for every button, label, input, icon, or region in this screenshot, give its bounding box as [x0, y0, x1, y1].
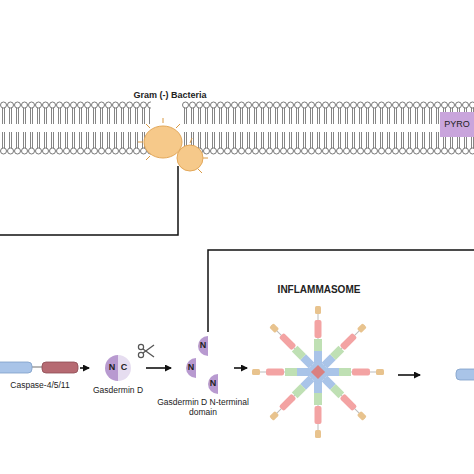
- caspase-protein: Caspase-4/5/11: [0, 357, 80, 397]
- diagram-part: [146, 156, 150, 160]
- diagram-part: [340, 333, 358, 351]
- n-terminal-half: [186, 358, 196, 378]
- membrane-bilayer: [0, 100, 151, 156]
- diagram-part: [271, 372, 318, 419]
- diagram-part: [144, 126, 182, 158]
- node-outline: [248, 282, 390, 447]
- diagram-part: [143, 345, 154, 353]
- n-terminal-half: [208, 374, 218, 394]
- diagram-part: [315, 320, 322, 338]
- diagram-part: [138, 352, 143, 357]
- pyroptosis-box: PYRO: [440, 112, 474, 137]
- inflammasome-complex: INFLAMMASOME: [248, 282, 390, 447]
- diagram-part: [138, 344, 143, 349]
- diagram-part: [190, 138, 192, 143]
- diagram-part: [357, 411, 367, 421]
- diagram-part: [318, 325, 365, 372]
- diagram-part: [318, 372, 365, 419]
- diagram-part: [146, 124, 150, 128]
- n-terminal-fragment: N: [182, 358, 202, 378]
- diagram-part: [357, 323, 367, 333]
- leader-line: [0, 166, 178, 235]
- diagram-part: [269, 411, 279, 421]
- diagram-part: [376, 369, 384, 375]
- diagram-part: [315, 306, 321, 314]
- diagram-part: [292, 384, 306, 398]
- diagram-part: [352, 369, 370, 376]
- diagram-part: [203, 158, 208, 159]
- diagram-part: [340, 394, 358, 412]
- diagram-part: [292, 346, 306, 360]
- flow-arrow: [80, 367, 89, 369]
- bacteria-illustration: [138, 118, 208, 173]
- node-label: N: [186, 362, 196, 372]
- gasdermin-circle: [105, 355, 131, 381]
- pyroptosis-box-fill: [440, 112, 474, 137]
- diagram-part: [315, 406, 322, 424]
- diagram-part: [266, 369, 284, 376]
- diagram-part: [279, 394, 297, 412]
- diagram-part: [279, 333, 297, 351]
- n-terminal-fragment: N: [204, 374, 224, 394]
- bacteria-node: Gram (-) Bacteria: [130, 90, 210, 175]
- node-outline: [0, 357, 80, 397]
- node-outline: [130, 90, 210, 175]
- node-label: N: [198, 340, 208, 350]
- diagram-part: [163, 118, 164, 123]
- flow-arrow: [234, 367, 247, 369]
- diagram-part: [271, 325, 318, 372]
- node-label: INFLAMMASOME: [248, 284, 390, 296]
- diagram-part: [143, 349, 154, 357]
- diagram-part: [0, 362, 32, 373]
- diagram-part: [330, 384, 344, 398]
- node-label: C: [118, 362, 130, 372]
- diagram-part: [138, 142, 143, 143]
- caspase-domains: [0, 362, 78, 373]
- inflammasome-core: [305, 359, 330, 384]
- node-label: Caspase-4/5/11: [0, 381, 80, 391]
- diagram-part: [315, 430, 321, 438]
- inflammasome-core: [311, 365, 325, 379]
- diagram-part: [42, 362, 78, 373]
- node-label: N: [106, 362, 118, 372]
- n-terminal-half: [198, 336, 208, 356]
- node-label: Gasdermin D: [86, 386, 150, 396]
- protein-fragment: [456, 369, 474, 380]
- diagram-part: [118, 355, 131, 381]
- diagram-part: [252, 369, 260, 375]
- diagram-part: [314, 339, 322, 351]
- diagram-part: [138, 118, 208, 173]
- diagram-part: [198, 169, 202, 173]
- diagram-part: [314, 393, 322, 405]
- gasdermin-d-protein: NCGasdermin D: [90, 355, 146, 400]
- n-terminal-fragment: N: [194, 336, 214, 356]
- node-label: Gram (-) Bacteria: [120, 90, 220, 100]
- diagram-part: [330, 346, 344, 360]
- flow-arrow: [146, 367, 171, 369]
- scissors-icon: [138, 344, 154, 357]
- node-label: PYRO: [440, 119, 474, 129]
- diagram-part: [176, 124, 180, 128]
- gasdermin-n-group: Gasdermin D N-terminal domainNNN: [172, 334, 234, 424]
- node-label: N: [208, 378, 218, 388]
- diagram-part: [285, 368, 297, 376]
- diagram-part: [177, 145, 203, 171]
- arrow: [398, 374, 420, 376]
- membrane-bilayer: [182, 100, 474, 156]
- diagram-part: [105, 355, 118, 381]
- leader-line: [208, 250, 474, 332]
- node-label: Gasdermin D N-terminal domain: [157, 398, 249, 418]
- diagram-part: [269, 323, 279, 333]
- diagram-part: [339, 368, 351, 376]
